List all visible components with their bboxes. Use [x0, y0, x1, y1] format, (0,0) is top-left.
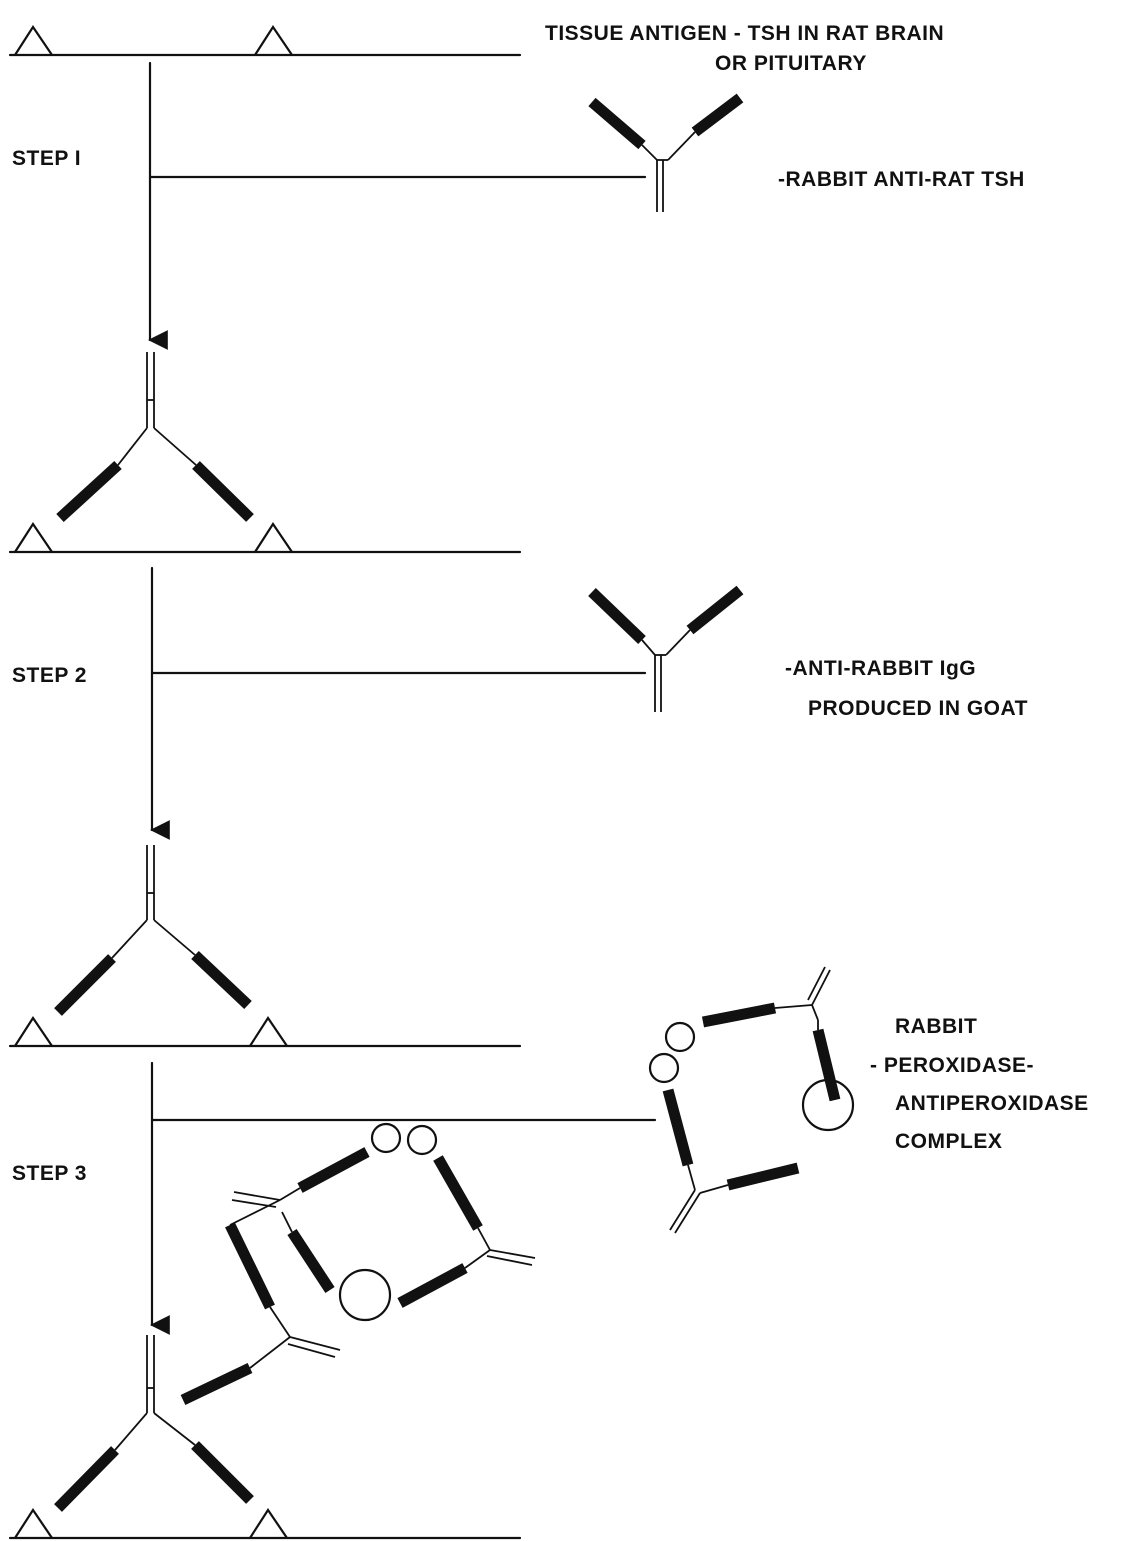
tissue-section-2: [8, 352, 522, 554]
free-antibody-step1: [588, 93, 744, 212]
step1-reagent-label: -RABBIT ANTI-RAT TSH: [778, 168, 1025, 191]
step3-reagent-label-line3: ANTIPEROXIDASE: [895, 1092, 1089, 1115]
antigen-triangle: [14, 25, 53, 56]
free-pap-complex: [648, 966, 855, 1234]
antigen-label-line1: TISSUE ANTIGEN - TSH IN RAT BRAIN: [545, 22, 944, 45]
step2-reagent-label-line1: -ANTI-RABBIT IgG: [785, 657, 976, 680]
bound-antibody-step3: [54, 1335, 254, 1512]
antigen-triangle: [14, 522, 53, 553]
antigen-triangle: [14, 1016, 53, 1047]
free-antibody-step2: [588, 585, 744, 712]
peroxidase-circle: [370, 1122, 402, 1154]
antigen-triangle: [14, 1508, 53, 1539]
peroxidase-circle: [338, 1268, 392, 1322]
bound-primary-antibody: [56, 352, 254, 523]
step2-reagent-label-line2: PRODUCED IN GOAT: [808, 697, 1028, 720]
step2-label: STEP 2: [12, 664, 87, 687]
step3-reagent-label-line1: RABBIT: [895, 1015, 977, 1038]
step1-label: STEP I: [12, 147, 81, 170]
antigen-triangle: [249, 1508, 288, 1539]
peroxidase-circle: [664, 1021, 696, 1053]
tissue-section-3: [8, 845, 522, 1048]
peroxidase-circle: [648, 1052, 680, 1084]
step3-label: STEP 3: [12, 1162, 87, 1185]
tissue-section-4: [8, 1122, 536, 1540]
antigen-label-line2: OR PITUITARY: [715, 52, 867, 75]
bound-antibody-complex-step2: [54, 845, 252, 1016]
step3-reagent-label-line4: COMPLEX: [895, 1130, 1002, 1153]
step3-reagent-label-line2: - PEROXIDASE-: [870, 1054, 1034, 1077]
antigen-triangle: [254, 25, 293, 56]
antigen-triangle: [254, 522, 293, 553]
bound-pap-complex: [180, 1122, 536, 1405]
antigen-triangle: [249, 1016, 288, 1047]
tissue-section-1: [8, 25, 522, 57]
peroxidase-circle: [406, 1124, 438, 1156]
